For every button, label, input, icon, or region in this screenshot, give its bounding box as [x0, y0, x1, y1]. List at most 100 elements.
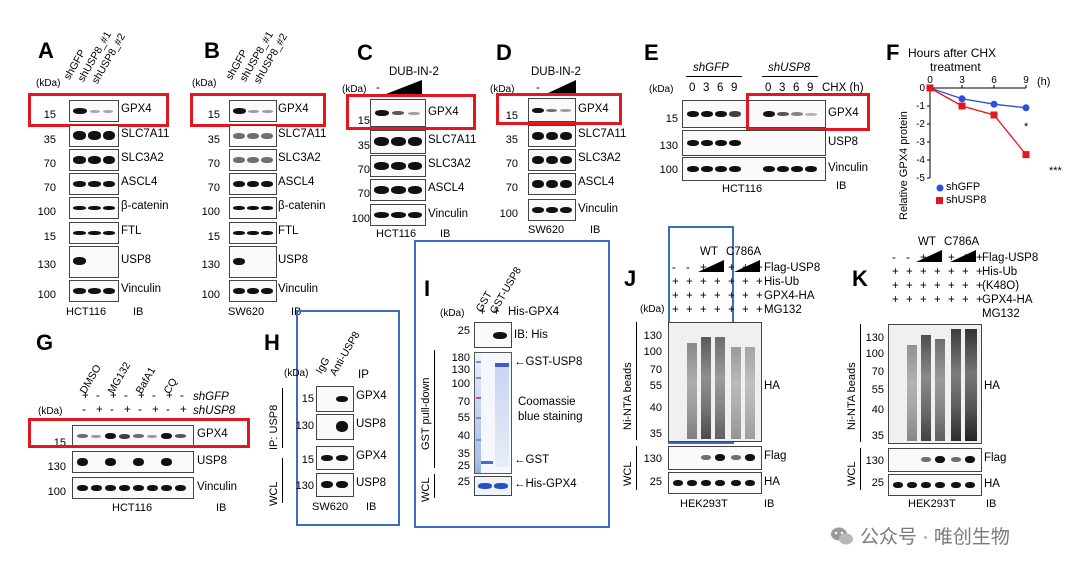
plus-sign: +: [493, 306, 500, 318]
ib-label: IB: [590, 224, 601, 236]
time-label: 3: [703, 82, 710, 94]
ib-label: IB: [764, 498, 775, 510]
sign: -: [180, 390, 184, 402]
sign: +: [892, 280, 899, 292]
protein-label: SLC7A11: [278, 128, 327, 140]
sign: +: [756, 262, 763, 274]
panel-letter: B: [204, 38, 220, 63]
sign: +: [700, 276, 707, 288]
sign: +: [124, 404, 131, 416]
treatment-label: DUB-IN-2: [389, 66, 439, 78]
sign: +: [906, 294, 913, 306]
highlight-box: [346, 94, 476, 130]
y-tick-label: -4: [916, 155, 925, 166]
sign: +: [976, 252, 983, 264]
arrow-label: ←GST: [514, 454, 550, 466]
row-label: GPX4-HA: [982, 294, 1033, 306]
blot-gpx4: [229, 100, 277, 122]
kda-label: (kDa): [284, 368, 309, 379]
row-label: (K48O): [982, 280, 1020, 292]
blot-slc7a11: [528, 125, 576, 147]
time-label: 0: [689, 82, 696, 94]
legend-marker-shusp8: [936, 197, 943, 204]
mw-marker: 55: [871, 384, 884, 396]
row-label: Flag-USP8: [764, 262, 821, 274]
sign: +: [152, 404, 159, 416]
mw-marker: 35: [43, 134, 56, 146]
ib-his-label: IB: His: [514, 329, 548, 341]
sign: +: [962, 252, 969, 264]
blot-usp8: [229, 246, 277, 278]
protein-label: HA: [764, 476, 780, 488]
protein-label: Vinculin: [197, 481, 238, 493]
mw-marker: 40: [871, 404, 884, 416]
sign: -: [906, 252, 910, 264]
protein-label: SLC3A2: [278, 152, 321, 164]
blot-gpx4-ip: [316, 386, 354, 412]
panel-letter: I: [424, 276, 431, 301]
wcl-side-label: WCL: [420, 477, 432, 502]
mw-marker: 130: [659, 140, 678, 152]
arrow-text: GST-USP8: [525, 356, 583, 368]
protein-label: ASCL4: [578, 176, 615, 188]
data-point: [990, 111, 998, 119]
blot-slc3a2: [229, 149, 277, 171]
panel-letter: G: [36, 330, 54, 355]
ip-label: IP: [358, 369, 369, 381]
mw-marker: 15: [357, 115, 370, 127]
mw-marker: 15: [43, 109, 56, 121]
mw-marker: 35: [357, 140, 370, 152]
protein-label: Vinculin: [278, 283, 319, 295]
protein-label: USP8: [197, 455, 228, 467]
ib-label: IB: [216, 502, 227, 514]
sign: +: [714, 262, 721, 274]
sign: +: [700, 304, 707, 316]
sign: +: [742, 290, 749, 302]
ib-label: IB: [133, 306, 144, 318]
blot-ha-ubiquitination: [668, 322, 762, 442]
sign: +: [920, 280, 927, 292]
panel-letter: H: [264, 330, 280, 355]
highlight-box: [496, 93, 622, 125]
blot-gpx4: [528, 98, 576, 122]
cell-line-label: HCT116: [376, 228, 417, 240]
mw-marker: 130: [643, 330, 662, 342]
sign: -: [96, 390, 100, 402]
kda-label: (kDa): [38, 406, 63, 417]
sign: +: [934, 266, 941, 278]
panel-letter: D: [496, 40, 512, 65]
sign: +: [976, 266, 983, 278]
treatment-label: DUB-IN-2: [531, 66, 581, 78]
cell-line-label: HEK293T: [680, 498, 728, 510]
sign: +: [962, 280, 969, 292]
sign: +: [138, 390, 145, 402]
protein-label: USP8: [356, 418, 387, 430]
mw-marker: 25: [457, 325, 470, 337]
dose-wedge: [734, 260, 760, 272]
sign: +: [948, 294, 955, 306]
blot-gpx4: [69, 100, 119, 122]
mw-marker: 55: [649, 380, 662, 392]
protein-label: Flag: [764, 450, 787, 462]
sign: -: [124, 390, 128, 402]
mw-marker: 70: [649, 364, 662, 376]
mw-marker: 15: [43, 231, 56, 243]
sign: +: [672, 276, 679, 288]
mw-marker: 100: [351, 213, 370, 225]
highlight-box: [28, 93, 169, 127]
data-point: [958, 95, 966, 103]
ib-label: IB: [836, 180, 847, 192]
sign: +: [728, 276, 735, 288]
bracket: [282, 388, 283, 448]
ip-side-label: IP: USP8: [268, 404, 280, 450]
mw-marker: 100: [201, 289, 220, 301]
dose-wedge: [698, 260, 724, 272]
kda-label: (kDa): [440, 308, 465, 319]
row-label: His-Ub: [764, 276, 800, 288]
sign: +: [700, 290, 707, 302]
mw-marker: 130: [865, 455, 884, 467]
sign: +: [920, 266, 927, 278]
blot-slc7a11: [229, 125, 277, 147]
mw-marker: 15: [207, 109, 220, 121]
protein-label: SLC3A2: [428, 158, 471, 170]
